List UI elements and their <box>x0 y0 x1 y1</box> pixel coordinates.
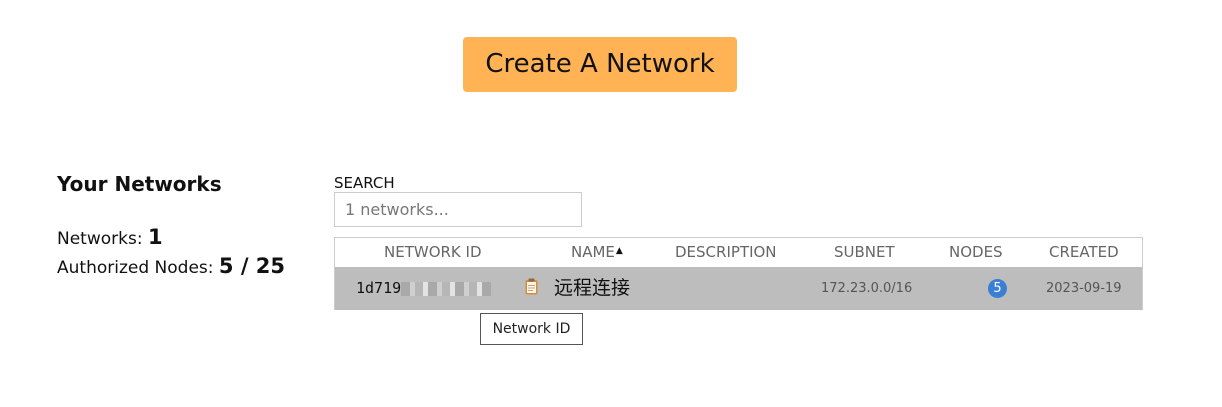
column-header-name-label: NAME <box>571 243 615 261</box>
create-network-button[interactable]: Create A Network <box>463 37 737 92</box>
sort-ascending-icon: ▲ <box>615 246 623 256</box>
networks-summary: Your Networks <box>57 172 222 196</box>
column-header-nodes[interactable]: NODES <box>949 243 1003 261</box>
network-name-cell[interactable]: 远程连接 <box>554 277 631 299</box>
networks-label: Networks: <box>57 229 143 249</box>
network-id-tooltip: Network ID <box>480 313 583 345</box>
redacted-network-id <box>401 281 492 296</box>
authorized-nodes-line: Authorized Nodes: 5 / 25 <box>57 254 285 278</box>
subnet-cell: 172.23.0.0/16 <box>821 281 913 296</box>
column-header-created[interactable]: CREATED <box>1049 243 1119 261</box>
created-date-cell: 2023-09-19 <box>1046 281 1122 296</box>
column-header-network-id[interactable]: NETWORK ID <box>384 243 482 261</box>
column-header-subnet[interactable]: SUBNET <box>834 243 895 261</box>
search-input[interactable] <box>334 192 582 227</box>
your-networks-heading: Your Networks <box>57 172 222 196</box>
column-header-description[interactable]: DESCRIPTION <box>675 243 777 261</box>
networks-count: 1 <box>147 225 163 249</box>
authorized-nodes-label: Authorized Nodes: <box>57 258 214 278</box>
table-row[interactable]: 1d719 远程连接 172.23.0.0/16 5 2023-09-19 <box>335 267 1142 310</box>
networks-table: NETWORK ID NAME▲ DESCRIPTION SUBNET NODE… <box>334 237 1143 310</box>
clipboard-icon[interactable] <box>525 278 538 295</box>
network-id-cell[interactable]: 1d719 <box>356 267 492 310</box>
networks-count-line: Networks: 1 <box>57 225 163 249</box>
search-label: SEARCH <box>334 174 395 192</box>
column-header-name[interactable]: NAME▲ <box>571 243 623 261</box>
network-id-text: 1d719 <box>356 279 402 297</box>
authorized-nodes-value: 5 / 25 <box>218 254 286 278</box>
nodes-count-badge: 5 <box>988 279 1007 298</box>
